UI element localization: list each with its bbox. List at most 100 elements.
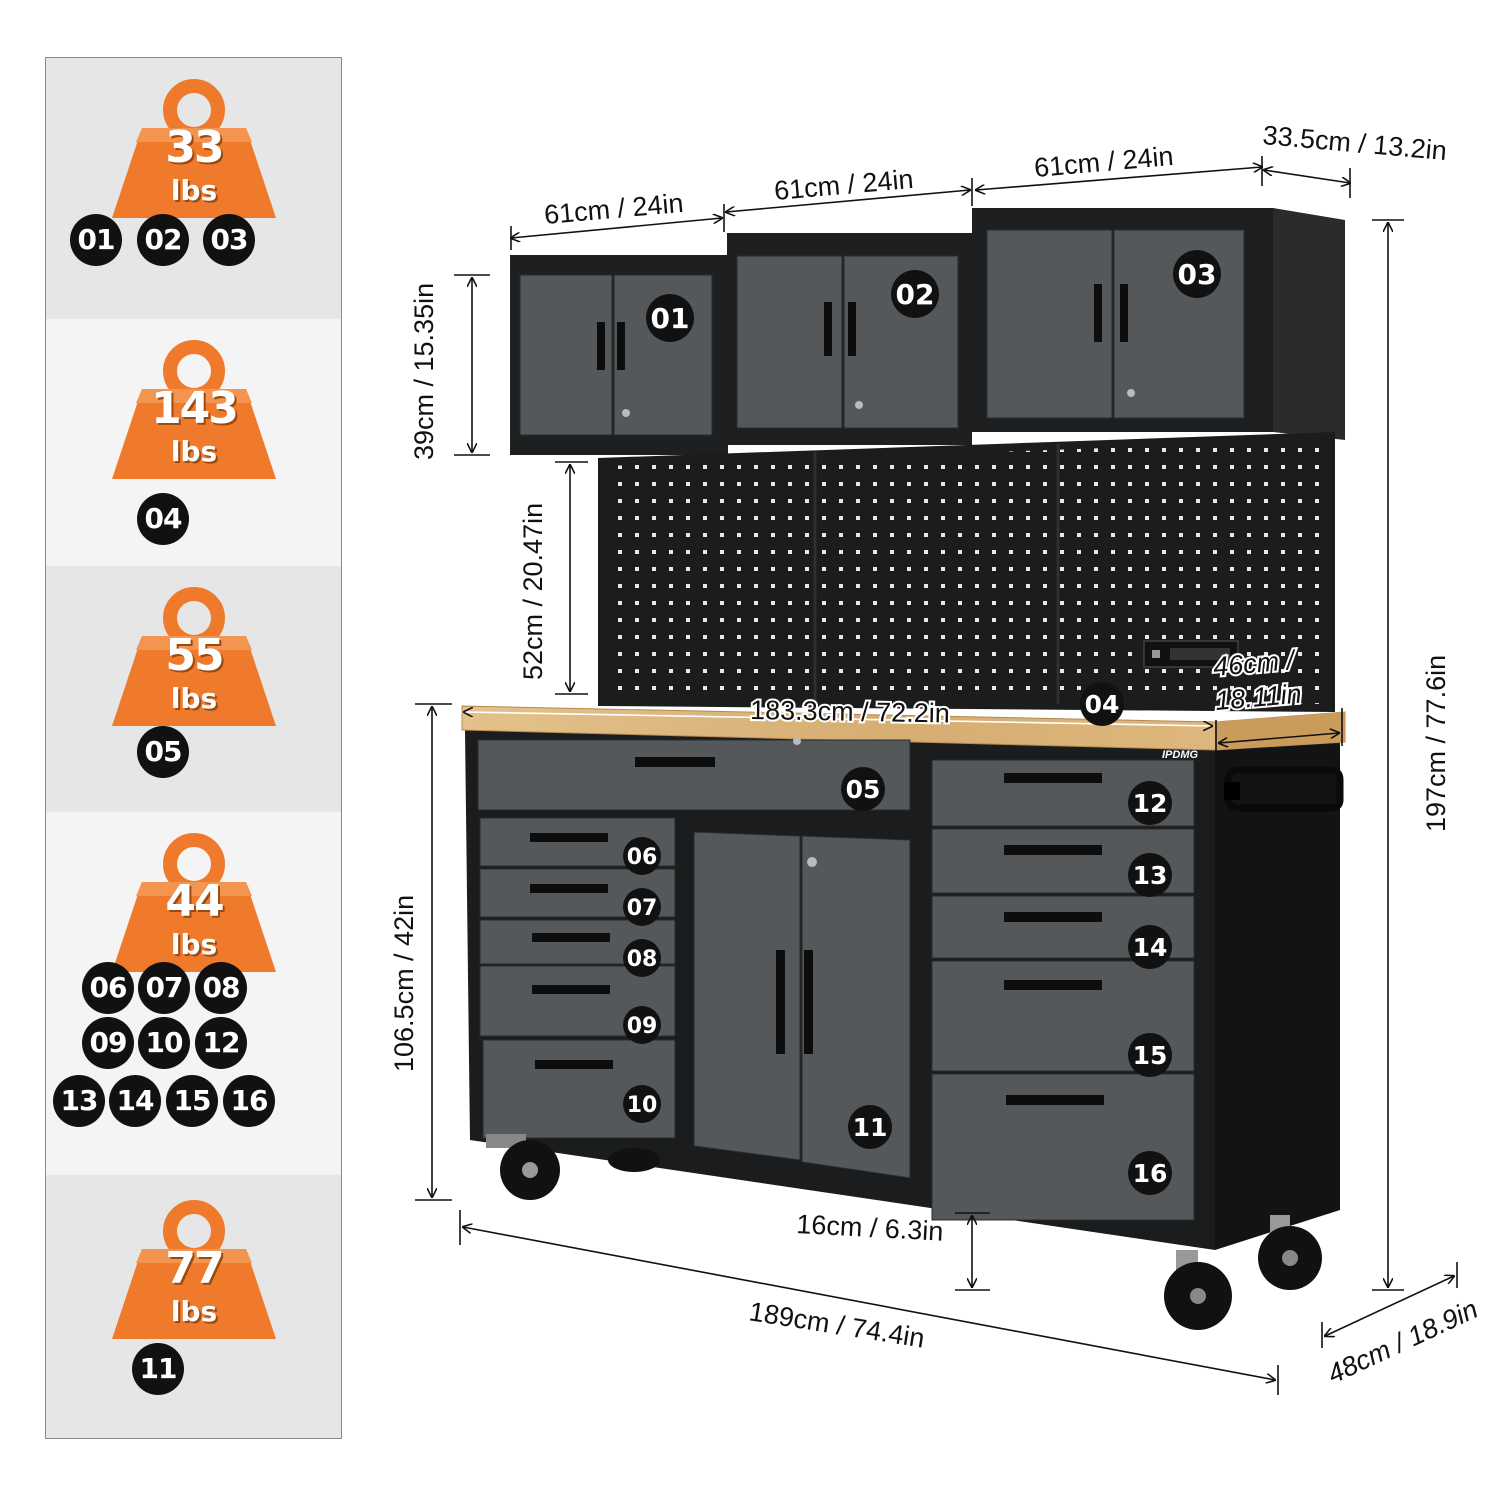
dim-ground-clearance: 16cm / 6.3in	[796, 1209, 944, 1247]
component-badge-bg	[623, 1006, 661, 1044]
component-number-badge: 05	[137, 726, 189, 778]
component-number-badge: 15	[166, 1075, 218, 1127]
cabinet-03-left-door	[986, 229, 1113, 419]
lock-icon	[807, 857, 817, 867]
lock-icon	[622, 409, 630, 417]
brand-label: IPDMG	[1162, 749, 1199, 761]
component-number-08: 08	[627, 947, 658, 972]
weight-value: 33	[165, 122, 224, 173]
component-number-14: 14	[1133, 933, 1168, 962]
weight-unit: lbs	[170, 682, 218, 715]
handle	[617, 322, 625, 370]
component-badge-bg	[623, 837, 661, 875]
wall-cabinet-side	[1273, 208, 1345, 440]
lock-icon	[793, 737, 801, 745]
component-number-16: 16	[1133, 1159, 1168, 1188]
component-number-badge: 06	[82, 962, 134, 1014]
tool-chest-side	[1215, 718, 1340, 1250]
component-number-02: 02	[896, 278, 935, 311]
handle	[824, 302, 832, 356]
side-handle	[1224, 766, 1344, 812]
component-badge-bg	[848, 1105, 892, 1149]
center-cabinet-11	[693, 831, 911, 1179]
component-number-13: 13	[1133, 861, 1168, 890]
dim-worktop-width: 183.3cm / 72.2in	[750, 695, 950, 728]
component-number-badge: 16	[223, 1075, 275, 1127]
dimension-lines	[415, 156, 1458, 1395]
weight-value: 77	[165, 1243, 224, 1294]
component-number-15: 15	[1133, 1041, 1168, 1070]
component-badge-bg	[1128, 1151, 1172, 1195]
handle	[635, 757, 715, 767]
component-number-badge: 04	[137, 493, 189, 545]
component-badge-bg	[1080, 682, 1124, 726]
component-number-badge: 12	[195, 1017, 247, 1069]
component-badge-bg	[891, 270, 939, 318]
component-badges: 01 02 03 04 05 06 07 08 09 10 11 12 13 14 15 16	[623, 250, 1221, 1195]
component-badge-bg	[841, 767, 885, 811]
component-number-badge: 14	[109, 1075, 161, 1127]
component-number-badge: 02	[137, 214, 189, 266]
component-number-badge: 09	[82, 1017, 134, 1069]
component-number-05: 05	[846, 775, 881, 804]
dim-cabinet-height: 39cm / 15.35in	[409, 283, 439, 460]
drawer-05	[477, 739, 911, 811]
dim-cabinet-3-width: 61cm / 24in	[1033, 141, 1175, 183]
component-badge-bg	[1128, 925, 1172, 969]
handle	[848, 302, 856, 356]
handle	[597, 322, 605, 370]
dim-cabinet-2-width: 61cm / 24in	[773, 164, 915, 206]
dim-base-height: 106.5cm / 42in	[389, 895, 419, 1072]
dim-total-height: 197cm / 77.6in	[1421, 655, 1451, 832]
component-number-badge: 08	[195, 962, 247, 1014]
pegboard	[598, 432, 1335, 712]
cabinet-01-left-door	[519, 274, 613, 436]
component-badge-bg	[1128, 1033, 1172, 1077]
component-number-11: 11	[853, 1113, 888, 1142]
component-number-10: 10	[627, 1093, 658, 1118]
component-number-01: 01	[651, 302, 690, 335]
weight-value: 55	[165, 630, 224, 681]
right-drawers	[931, 759, 1195, 1221]
weight-value: 44	[165, 876, 224, 927]
weight-unit: lbs	[170, 1295, 218, 1328]
component-number-badge: 03	[203, 214, 255, 266]
component-number-04: 04	[1085, 690, 1120, 719]
component-badge-bg	[623, 888, 661, 926]
dim-total-depth: 48cm / 18.9in	[1323, 1294, 1483, 1390]
weight-unit: lbs	[170, 928, 218, 961]
weight-unit: lbs	[170, 435, 218, 468]
lock-icon	[855, 401, 863, 409]
handle	[1094, 284, 1102, 342]
component-number-badge: 13	[53, 1075, 105, 1127]
component-number-07: 07	[627, 896, 658, 921]
worktop-width-line	[464, 712, 1212, 726]
wall-cabinets	[510, 208, 1345, 455]
component-number-badge: 01	[70, 214, 122, 266]
component-badge-bg	[623, 939, 661, 977]
handle	[1120, 284, 1128, 342]
weight-value: 143	[151, 383, 239, 434]
component-number-12: 12	[1133, 789, 1168, 818]
component-number-09: 09	[627, 1014, 658, 1039]
component-number-06: 06	[627, 845, 658, 870]
component-badge-bg	[646, 294, 694, 342]
weight-unit: lbs	[170, 174, 218, 207]
component-number-03: 03	[1178, 258, 1217, 291]
component-number-badge: 07	[138, 962, 190, 1014]
component-number-badge: 11	[132, 1343, 184, 1395]
lock-icon	[1127, 389, 1135, 397]
component-badge-bg	[623, 1085, 661, 1123]
